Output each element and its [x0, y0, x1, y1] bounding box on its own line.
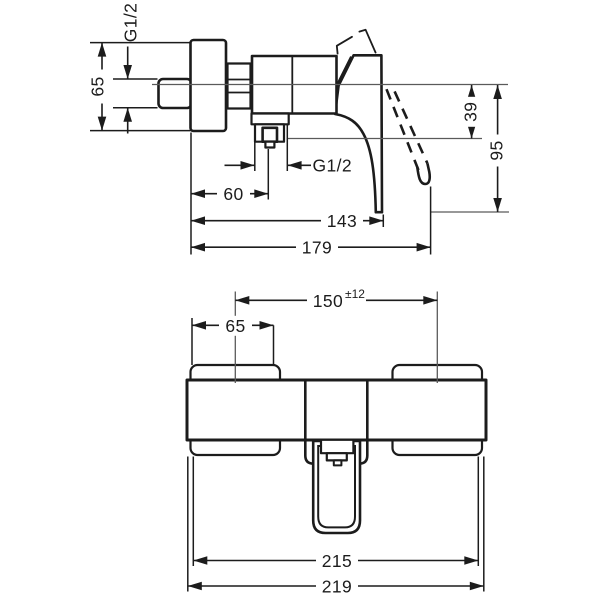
overall-depth-label: 179	[302, 238, 332, 258]
lever-depth-label: 143	[327, 211, 357, 231]
front-view-shapes	[185, 363, 488, 535]
escutcheon-width-label: 65	[225, 316, 245, 336]
side-view-shapes	[157, 28, 384, 214]
dim-outlet-center-depth: 60	[191, 184, 269, 205]
side-view: G1/2 65 39	[87, 3, 509, 258]
outlet-spout-front	[319, 438, 355, 467]
front-extension-lines	[187, 318, 485, 592]
dim-overall-depth: 179	[191, 237, 431, 258]
dim-outlet-thread: G1/2	[224, 156, 353, 176]
dim-overall-width: 219	[187, 576, 484, 597]
outlet-thread-label: G1/2	[313, 156, 353, 176]
front-view: 150 ±12 65 215 219	[185, 287, 488, 597]
dim-outlet-drop: 39	[460, 85, 481, 139]
overall-width-label: 219	[322, 577, 352, 597]
dim-connection-centers: 150 ±12	[235, 287, 438, 311]
dim-escutcheon-height: 65	[87, 42, 108, 131]
dim-inlet-thread: G1/2	[121, 3, 141, 134]
inlet-thread-label: G1/2	[121, 3, 141, 43]
lever-handle-side	[333, 54, 384, 214]
outlet-spout-side	[250, 112, 290, 149]
lever-drop-label: 95	[487, 140, 507, 160]
connection-centers-tolerance-label: ±12	[345, 287, 365, 301]
front-reference-lines	[234, 291, 438, 383]
wall-union-side	[157, 77, 193, 110]
lever-handle-alt-position	[385, 88, 432, 186]
dim-body-width: 215	[193, 551, 479, 571]
hex-nut	[226, 62, 252, 110]
dim-lever-drop: 95	[486, 85, 507, 212]
outlet-center-depth-label: 60	[223, 184, 243, 204]
side-reference-lines	[152, 83, 509, 213]
escutcheon-side	[189, 38, 228, 133]
lever-handle-front	[311, 439, 362, 535]
dim-escutcheon-width: 65	[192, 315, 274, 336]
outlet-drop-label: 39	[461, 102, 481, 122]
escutcheon-height-label: 65	[88, 76, 108, 96]
side-extension-lines	[90, 41, 432, 255]
dim-lever-depth: 143	[191, 211, 384, 232]
connection-centers-label: 150	[313, 291, 343, 311]
body-width-label: 215	[322, 551, 352, 571]
lever-swing-marks	[335, 28, 377, 55]
mixer-body-front	[185, 378, 488, 442]
